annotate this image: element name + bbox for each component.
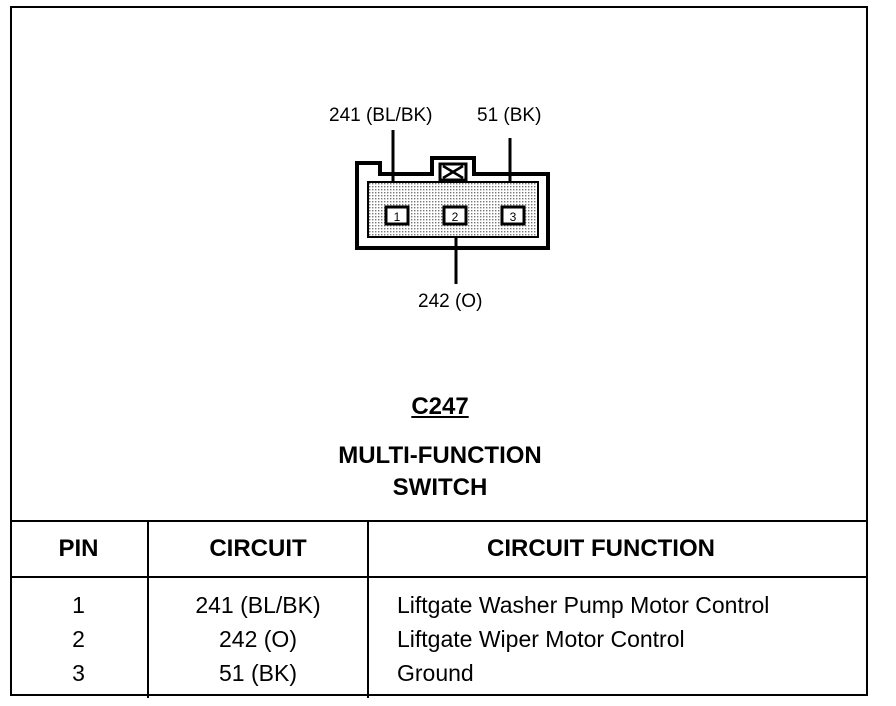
pin-cavity-2 — [442, 205, 468, 226]
row-pin: 1 — [72, 591, 85, 618]
connector-title-line2: SWITCH — [392, 474, 488, 501]
connector-id: C247 — [411, 393, 469, 420]
connector-diagram: 1 2 3 241 (BL/BK) 51 (BK) 242 (O) C247 M… — [0, 105, 880, 504]
pin-number-2: 2 — [452, 210, 459, 224]
pin-cavity-3 — [500, 205, 526, 226]
row-function: Ground — [367, 656, 868, 698]
table-row: 3 51 (BK) Ground — [10, 656, 868, 698]
row-circuit: 241 (BL/BK) — [147, 577, 368, 622]
pin-table-header: PIN CIRCUIT CIRCUIT FUNCTION — [10, 520, 868, 578]
table-row: 2 242 (O) Liftgate Wiper Motor Control — [10, 622, 868, 656]
connector-title: MULTI-FUNCTION SWITCH — [0, 440, 880, 504]
latch-icon — [438, 162, 468, 182]
header-circuit-function: CIRCUIT FUNCTION — [367, 520, 868, 578]
table-row: 1 241 (BL/BK) Liftgate Washer Pump Motor… — [10, 577, 868, 622]
row-circuit: 51 (BK) — [147, 656, 368, 698]
pin-number-1: 1 — [394, 210, 401, 224]
connector-drawing: 1 2 3 — [355, 130, 550, 284]
header-pin: PIN — [10, 520, 148, 578]
wire-label-51: 51 (BK) — [477, 105, 542, 126]
wire-label-241: 241 (BL/BK) — [329, 105, 433, 126]
wire-label-242: 242 (O) — [418, 291, 483, 312]
pin-table: PIN CIRCUIT CIRCUIT FUNCTION 1 241 (BL/B… — [10, 520, 868, 698]
pin-number-3: 3 — [510, 210, 517, 224]
row-circuit: 242 (O) — [147, 622, 368, 656]
row-pin: 3 — [72, 659, 85, 686]
row-pin: 2 — [72, 625, 85, 652]
row-function: Liftgate Washer Pump Motor Control — [367, 577, 868, 622]
connector-title-line1: MULTI-FUNCTION — [338, 442, 542, 469]
pin-cavity-1 — [384, 205, 410, 226]
header-circuit: CIRCUIT — [147, 520, 368, 578]
row-function: Liftgate Wiper Motor Control — [367, 622, 868, 656]
